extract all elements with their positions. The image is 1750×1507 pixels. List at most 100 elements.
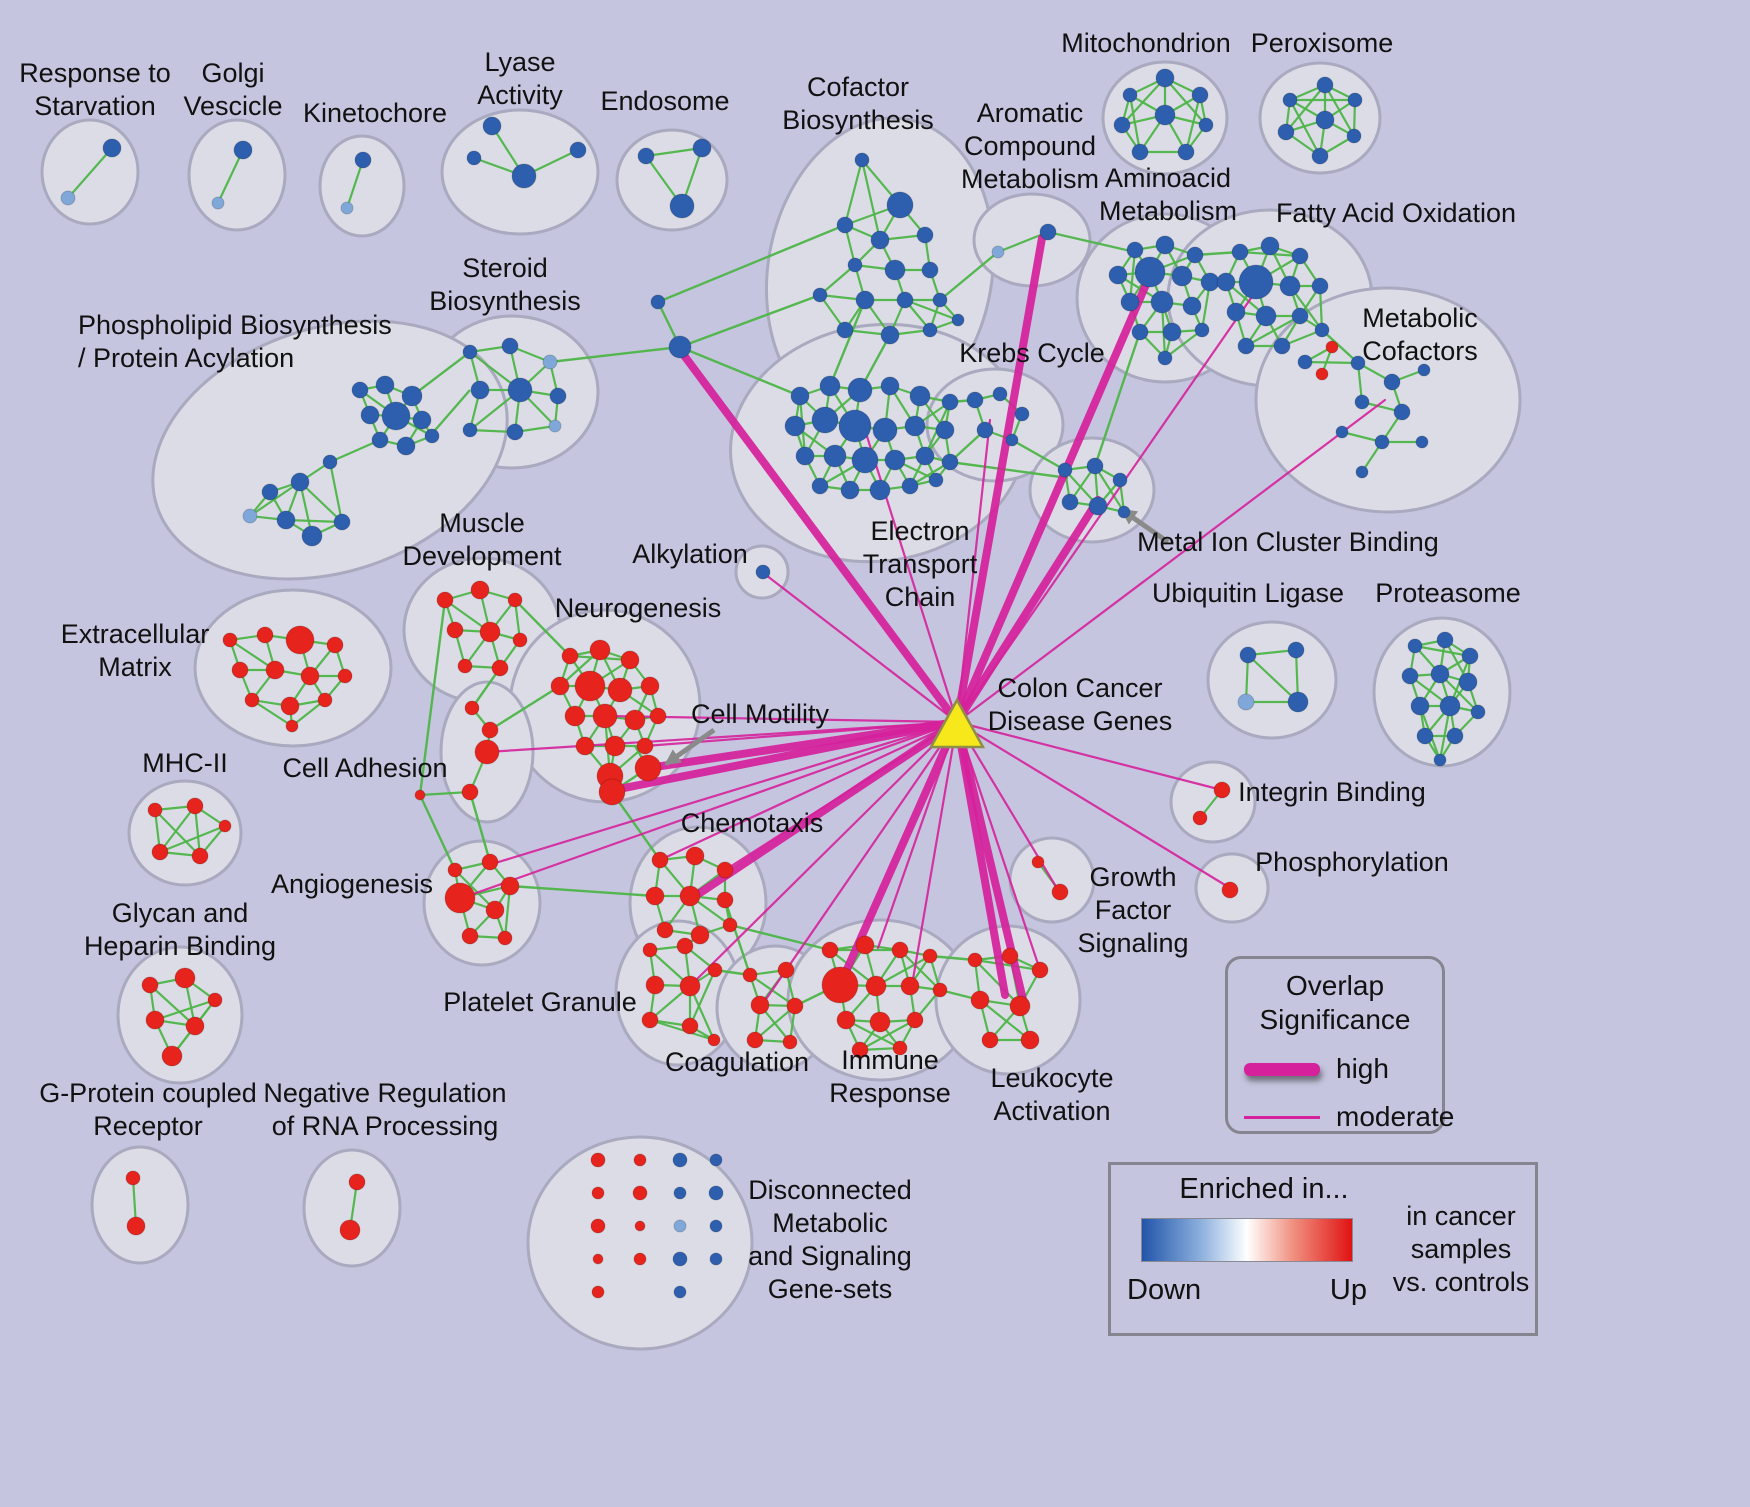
gene-set-node [604,735,626,757]
gene-set-node [786,997,804,1015]
gene-set-node [656,921,674,939]
gene-set-node [1020,1030,1040,1050]
cluster-label-angiogenesis: Angiogenesis [271,869,433,899]
gene-set-node [922,322,938,338]
cluster-label-fatty-acid-oxidation: Fatty Acid Oxidation [1276,198,1516,228]
green-edge [418,794,457,871]
gene-set-node [847,377,873,403]
gene-set-node [401,385,423,407]
overlap-edge-moderate [760,570,959,724]
green-edge [1184,94,1202,153]
cluster-label-mhc-ii: MHC-II [142,748,227,778]
green-edge [411,351,471,397]
gene-set-node [256,626,274,644]
gene-set-node [218,819,232,833]
gene-set-node [869,479,891,501]
gene-set-node [1311,277,1329,295]
gene-set-node [904,415,926,437]
overlap-edge-moderate [490,720,959,866]
gene-set-node [782,1034,798,1050]
green-edge [454,869,496,911]
cluster-boundary-disconnected-gene-sets [526,1135,754,1351]
gene-set-node [1001,947,1019,965]
gene-set-node [880,376,900,396]
gene-set-node [470,380,490,400]
cluster-label-peroxisome: Peroxisome [1251,28,1394,58]
gene-set-node [1117,505,1131,519]
gene-set-node [1198,117,1214,133]
gene-set-node [285,625,315,655]
gene-set-node [360,405,380,425]
gene-set-node [1291,247,1309,265]
green-edge [159,805,196,853]
gene-set-node [1436,631,1454,649]
green-edge [819,264,856,296]
green-edge [1247,648,1297,657]
green-edge [1321,329,1359,364]
gene-set-node [1157,350,1173,366]
gene-set-node [709,1153,723,1167]
gene-set-node [840,480,860,500]
gene-set-node [742,967,758,983]
gene-set-node [886,191,914,219]
cluster-boundary-kinetochore [318,134,406,238]
cluster-boundary-golgi-vescicle [187,118,287,232]
gene-set-node [865,975,887,997]
cluster-boundary-negative-regulation-rna-processing [302,1148,402,1268]
gene-set-node [1162,322,1182,342]
green-edge [1094,465,1125,513]
green-edge [149,984,196,1027]
gene-set-node [812,287,828,303]
gene-set-node [462,422,478,438]
gene-set-node [1171,265,1193,287]
gene-set-node [784,415,806,437]
cluster-boundary-extracellular-matrix [193,588,393,748]
gene-set-node [855,290,875,310]
gene-set-node [976,421,994,439]
gene-set-node [922,948,938,964]
gene-set-node [1430,664,1450,684]
gene-set-node [1470,704,1486,720]
green-edge [159,824,226,854]
gene-set-node [244,692,260,708]
gene-set-node [981,1031,999,1049]
gene-set-node [207,992,223,1008]
gene-set-node [1239,646,1257,664]
green-edge [329,438,381,464]
gene-set-node [161,1045,183,1067]
gene-set-node [1282,92,1298,108]
gene-set-node [231,661,249,679]
gene-set-node [872,417,898,443]
gene-set-node [354,151,372,169]
gene-set-node [854,152,870,168]
gene-set-node [901,477,919,495]
gene-set-node [102,138,122,158]
gene-set-node [1061,493,1079,511]
gene-set-node [620,650,640,670]
gene-set-node [641,1011,659,1029]
overlap-edge-moderate [955,720,1224,792]
gene-set-node [1416,727,1434,745]
green-edge [1128,94,1142,153]
green-edge [974,959,1021,1007]
gene-set-node [507,377,533,403]
gene-set-node [811,406,839,434]
green-edge [949,460,1069,480]
gene-set-node [1009,995,1031,1017]
gene-set-node [884,259,906,281]
gene-set-node [1186,246,1204,264]
gene-set-node [624,709,646,731]
gene-set-node [1039,223,1057,241]
green-edge [1289,99,1321,157]
gene-set-node [992,386,1008,402]
green-edge [251,699,293,727]
gene-set-node [186,797,204,815]
cluster-label-mitochondrion: Mitochondrion [1061,28,1231,58]
gene-set-node [591,1186,605,1200]
moderate-significance-line-sample [1244,1115,1320,1119]
gene-set-node [821,966,859,1004]
gene-set-node [589,639,611,661]
